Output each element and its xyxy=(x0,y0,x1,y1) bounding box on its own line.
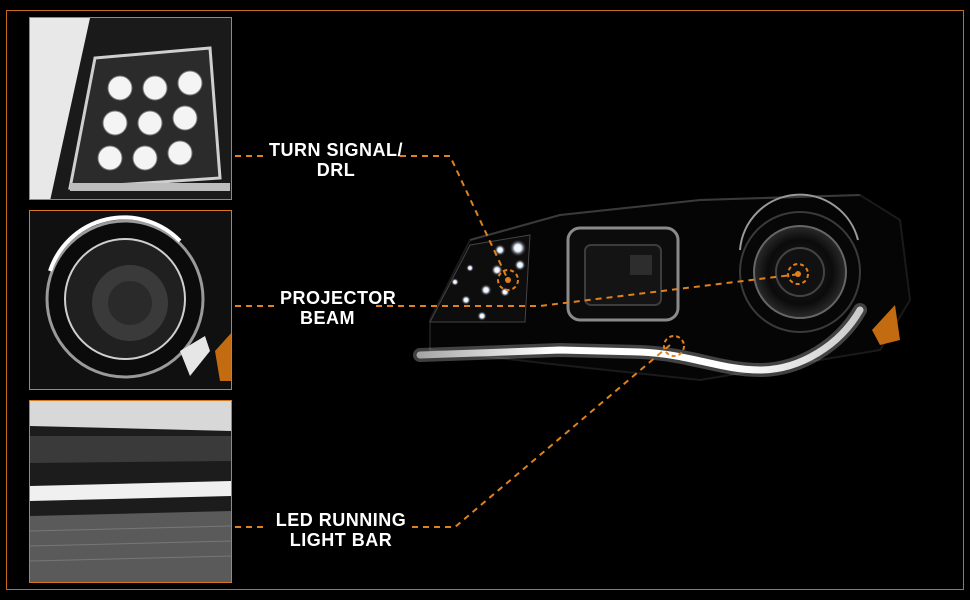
leader-lines xyxy=(235,155,801,528)
callout-led-bar: LED RUNNING LIGHT BAR xyxy=(270,510,412,550)
callout-led-bar-line1: LED RUNNING xyxy=(275,510,407,530)
led-light-bar xyxy=(416,306,864,374)
callout-projector: PROJECTOR BEAM xyxy=(280,288,397,328)
callout-projector-line2: BEAM xyxy=(300,308,355,328)
led-cluster xyxy=(429,234,531,323)
callout-projector-line1: PROJECTOR xyxy=(280,288,397,308)
thumbnail-projector xyxy=(29,210,232,390)
outer-border xyxy=(6,10,964,590)
reflector-housing xyxy=(566,226,680,322)
target-markers xyxy=(497,263,809,357)
amber-side-marker xyxy=(872,305,900,345)
callout-turn-signal-line1: TURN SIGNAL/ xyxy=(269,140,403,160)
thumbnail-turn-signal xyxy=(29,17,232,200)
callout-turn-signal: TURN SIGNAL/ DRL xyxy=(266,140,406,180)
thumbnail-led-bar xyxy=(29,400,232,583)
callout-led-bar-line2: LIGHT BAR xyxy=(289,530,393,550)
callout-turn-signal-line2: DRL xyxy=(316,160,356,180)
